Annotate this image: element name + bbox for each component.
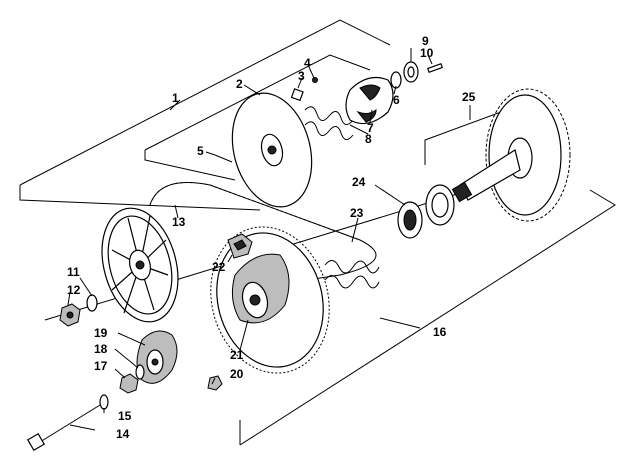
upper-washers [390,61,444,89]
callout-20: 20 [230,367,244,381]
callout-7: 7 [367,121,374,135]
bolt-and-washer [26,394,109,452]
callout-13: 13 [172,215,186,229]
cam-spider [136,330,178,384]
callout-11: 11 [67,265,80,279]
callout-23: 23 [350,206,364,220]
bracket-16 [239,189,616,446]
moveable-sheave [231,92,313,208]
callout-4: 4 [304,56,311,70]
callout-2: 2 [236,77,243,91]
driven-clutch [210,226,330,374]
group-brackets [19,19,616,446]
bearings [397,184,455,239]
callout-22: 22 [212,260,226,274]
lower-hardware [119,364,223,394]
spider-cover [345,77,394,125]
callout-8: 8 [365,132,372,146]
callout-15: 15 [118,409,132,423]
drive-belt [149,182,377,291]
callout-14: 14 [116,427,130,441]
callout-17: 17 [94,359,108,373]
callout-5: 5 [197,144,204,158]
roller-hardware [290,77,318,102]
callout-16: 16 [433,325,447,339]
bracket-2 [144,54,371,151]
driven-gear [451,88,571,222]
callout-1: 1 [172,91,179,105]
callout-25: 25 [462,90,476,104]
callout-10: 10 [420,46,434,60]
callout-18: 18 [94,342,108,356]
nut-and-washer [59,294,98,327]
spring-lower [324,260,380,289]
fixed-sheave [101,207,179,323]
callout-9: 9 [422,34,429,48]
bracket-2-lower [144,150,236,181]
leader-lines [67,48,471,431]
callout-3: 3 [298,69,305,83]
callout-19: 19 [94,326,108,340]
bracket-25 [424,104,521,165]
callout-labels: 1 2 3 4 5 6 7 8 9 10 11 12 13 14 15 16 1… [67,34,476,441]
callout-24: 24 [352,175,366,189]
bracket-1 [19,19,391,186]
ramp-shoe [227,233,253,259]
callout-21: 21 [230,348,244,362]
callout-6: 6 [393,93,400,107]
callout-12: 12 [67,283,81,297]
bracket-1-lower [19,185,261,211]
pin-5 [214,154,233,163]
